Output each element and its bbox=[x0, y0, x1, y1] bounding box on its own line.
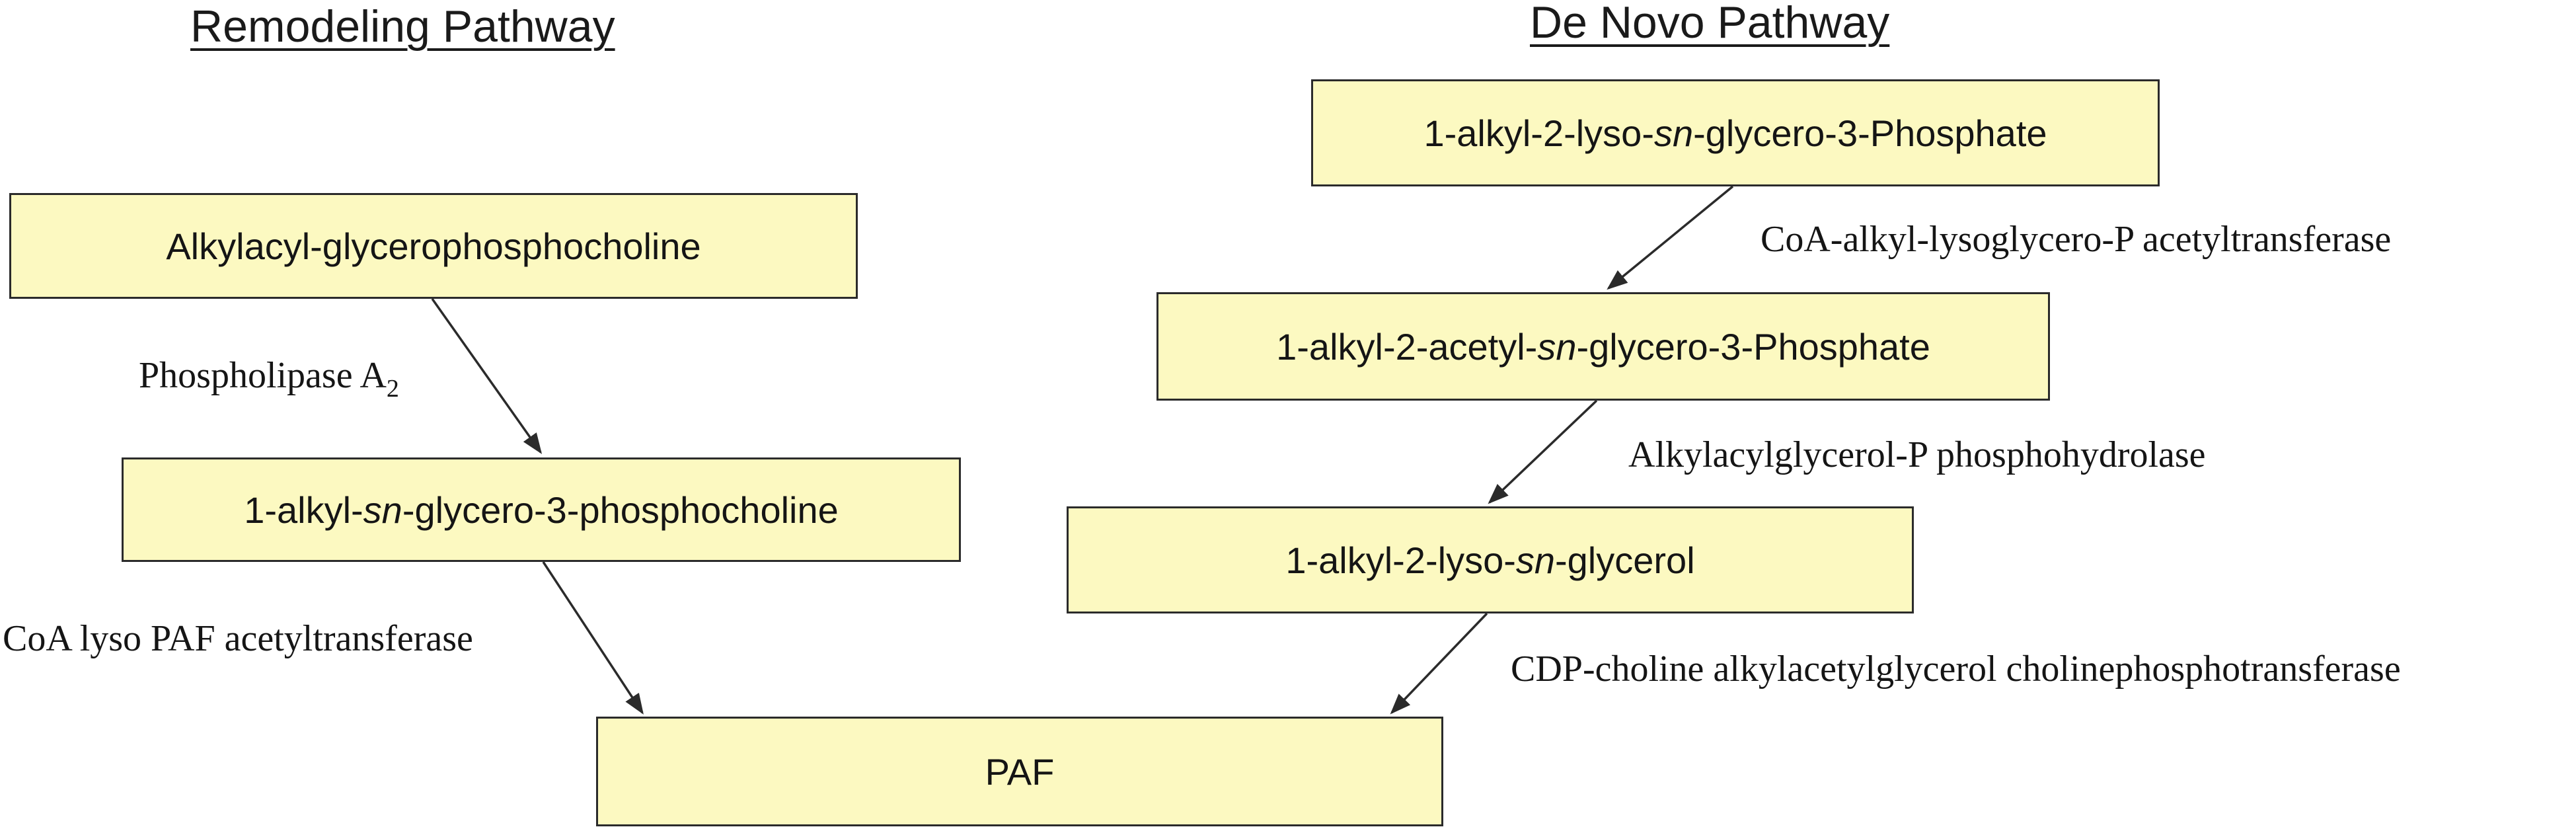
node-label: 1-alkyl-2-acetyl-sn-glycero-3-Phosphate bbox=[1276, 325, 1930, 368]
enzyme-alkylacylglycerol-p-phosphohydrolase: Alkylacylglycerol-P phosphohydrolase bbox=[1628, 434, 2206, 475]
label-prefix: 1-alkyl- bbox=[244, 489, 363, 531]
label-italic-sn: sn bbox=[363, 489, 402, 531]
arrow-lyso-pc-to-paf bbox=[542, 561, 644, 715]
arrow-lyso-glycerol-to-paf bbox=[1390, 612, 1488, 715]
node-label: 1-alkyl-2-lyso-sn-glycerol bbox=[1285, 539, 1694, 582]
label-prefix: 1-alkyl-2-lyso- bbox=[1423, 112, 1654, 154]
node-label: PAF bbox=[985, 750, 1055, 793]
arrow-lyso-p-to-acetyl-p bbox=[1607, 185, 1734, 290]
enzyme-cdp-choline-alkylacetylglycerol-cholinephosphotransferase: CDP-choline alkylacetylglycerol cholinep… bbox=[1511, 649, 2401, 690]
node-1-alkyl-sn-glycero-3-phosphocholine: 1-alkyl-sn-glycero-3-phosphocholine bbox=[122, 457, 961, 562]
node-label: Alkylacyl-glycerophosphocholine bbox=[166, 225, 701, 267]
remodeling-pathway-heading: Remodeling Pathway bbox=[190, 1, 615, 52]
enzyme-coa-lyso-paf-acetyltransferase: CoA lyso PAF acetyltransferase bbox=[3, 618, 473, 659]
label-italic-sn: sn bbox=[1515, 539, 1556, 581]
label-italic-sn: sn bbox=[1537, 325, 1577, 368]
enzyme-phospholipase-a2: Phospholipase A2 bbox=[139, 355, 399, 401]
node-paf: PAF bbox=[596, 717, 1443, 826]
label-suffix: -glycero-3-phosphocholine bbox=[402, 489, 839, 531]
enzyme-subscript: 2 bbox=[386, 375, 399, 403]
arrow-alkylacyl-to-lyso-pc bbox=[431, 297, 543, 454]
label-italic-sn: sn bbox=[1653, 112, 1694, 154]
node-1-alkyl-2-lyso-sn-glycero-3-phosphate: 1-alkyl-2-lyso-sn-glycero-3-Phosphate bbox=[1311, 79, 2160, 186]
arrow-acetyl-p-to-lyso-glycerol bbox=[1488, 399, 1598, 504]
label-prefix: 1-alkyl-2-lyso- bbox=[1285, 539, 1516, 581]
node-label: 1-alkyl-sn-glycero-3-phosphocholine bbox=[244, 489, 839, 532]
label-suffix: -glycero-3-Phosphate bbox=[1576, 325, 1930, 368]
enzyme-label: Phospholipase A bbox=[139, 355, 387, 396]
label-suffix: -glycerol bbox=[1555, 539, 1695, 581]
node-1-alkyl-2-lyso-sn-glycerol: 1-alkyl-2-lyso-sn-glycerol bbox=[1067, 506, 1914, 613]
node-alkylacyl-glycerophosphocholine: Alkylacyl-glycerophosphocholine bbox=[9, 193, 858, 299]
label-prefix: 1-alkyl-2-acetyl- bbox=[1276, 325, 1538, 368]
label-suffix: -glycero-3-Phosphate bbox=[1693, 112, 2047, 154]
node-1-alkyl-2-acetyl-sn-glycero-3-phosphate: 1-alkyl-2-acetyl-sn-glycero-3-Phosphate bbox=[1156, 292, 2050, 401]
de-novo-pathway-heading: De Novo Pathway bbox=[1530, 0, 1890, 48]
enzyme-coa-alkyl-lysoglycero-p-acetyltransferase: CoA-alkyl-lysoglycero-P acetyltransferas… bbox=[1761, 219, 2392, 260]
node-label: 1-alkyl-2-lyso-sn-glycero-3-Phosphate bbox=[1423, 112, 2047, 155]
